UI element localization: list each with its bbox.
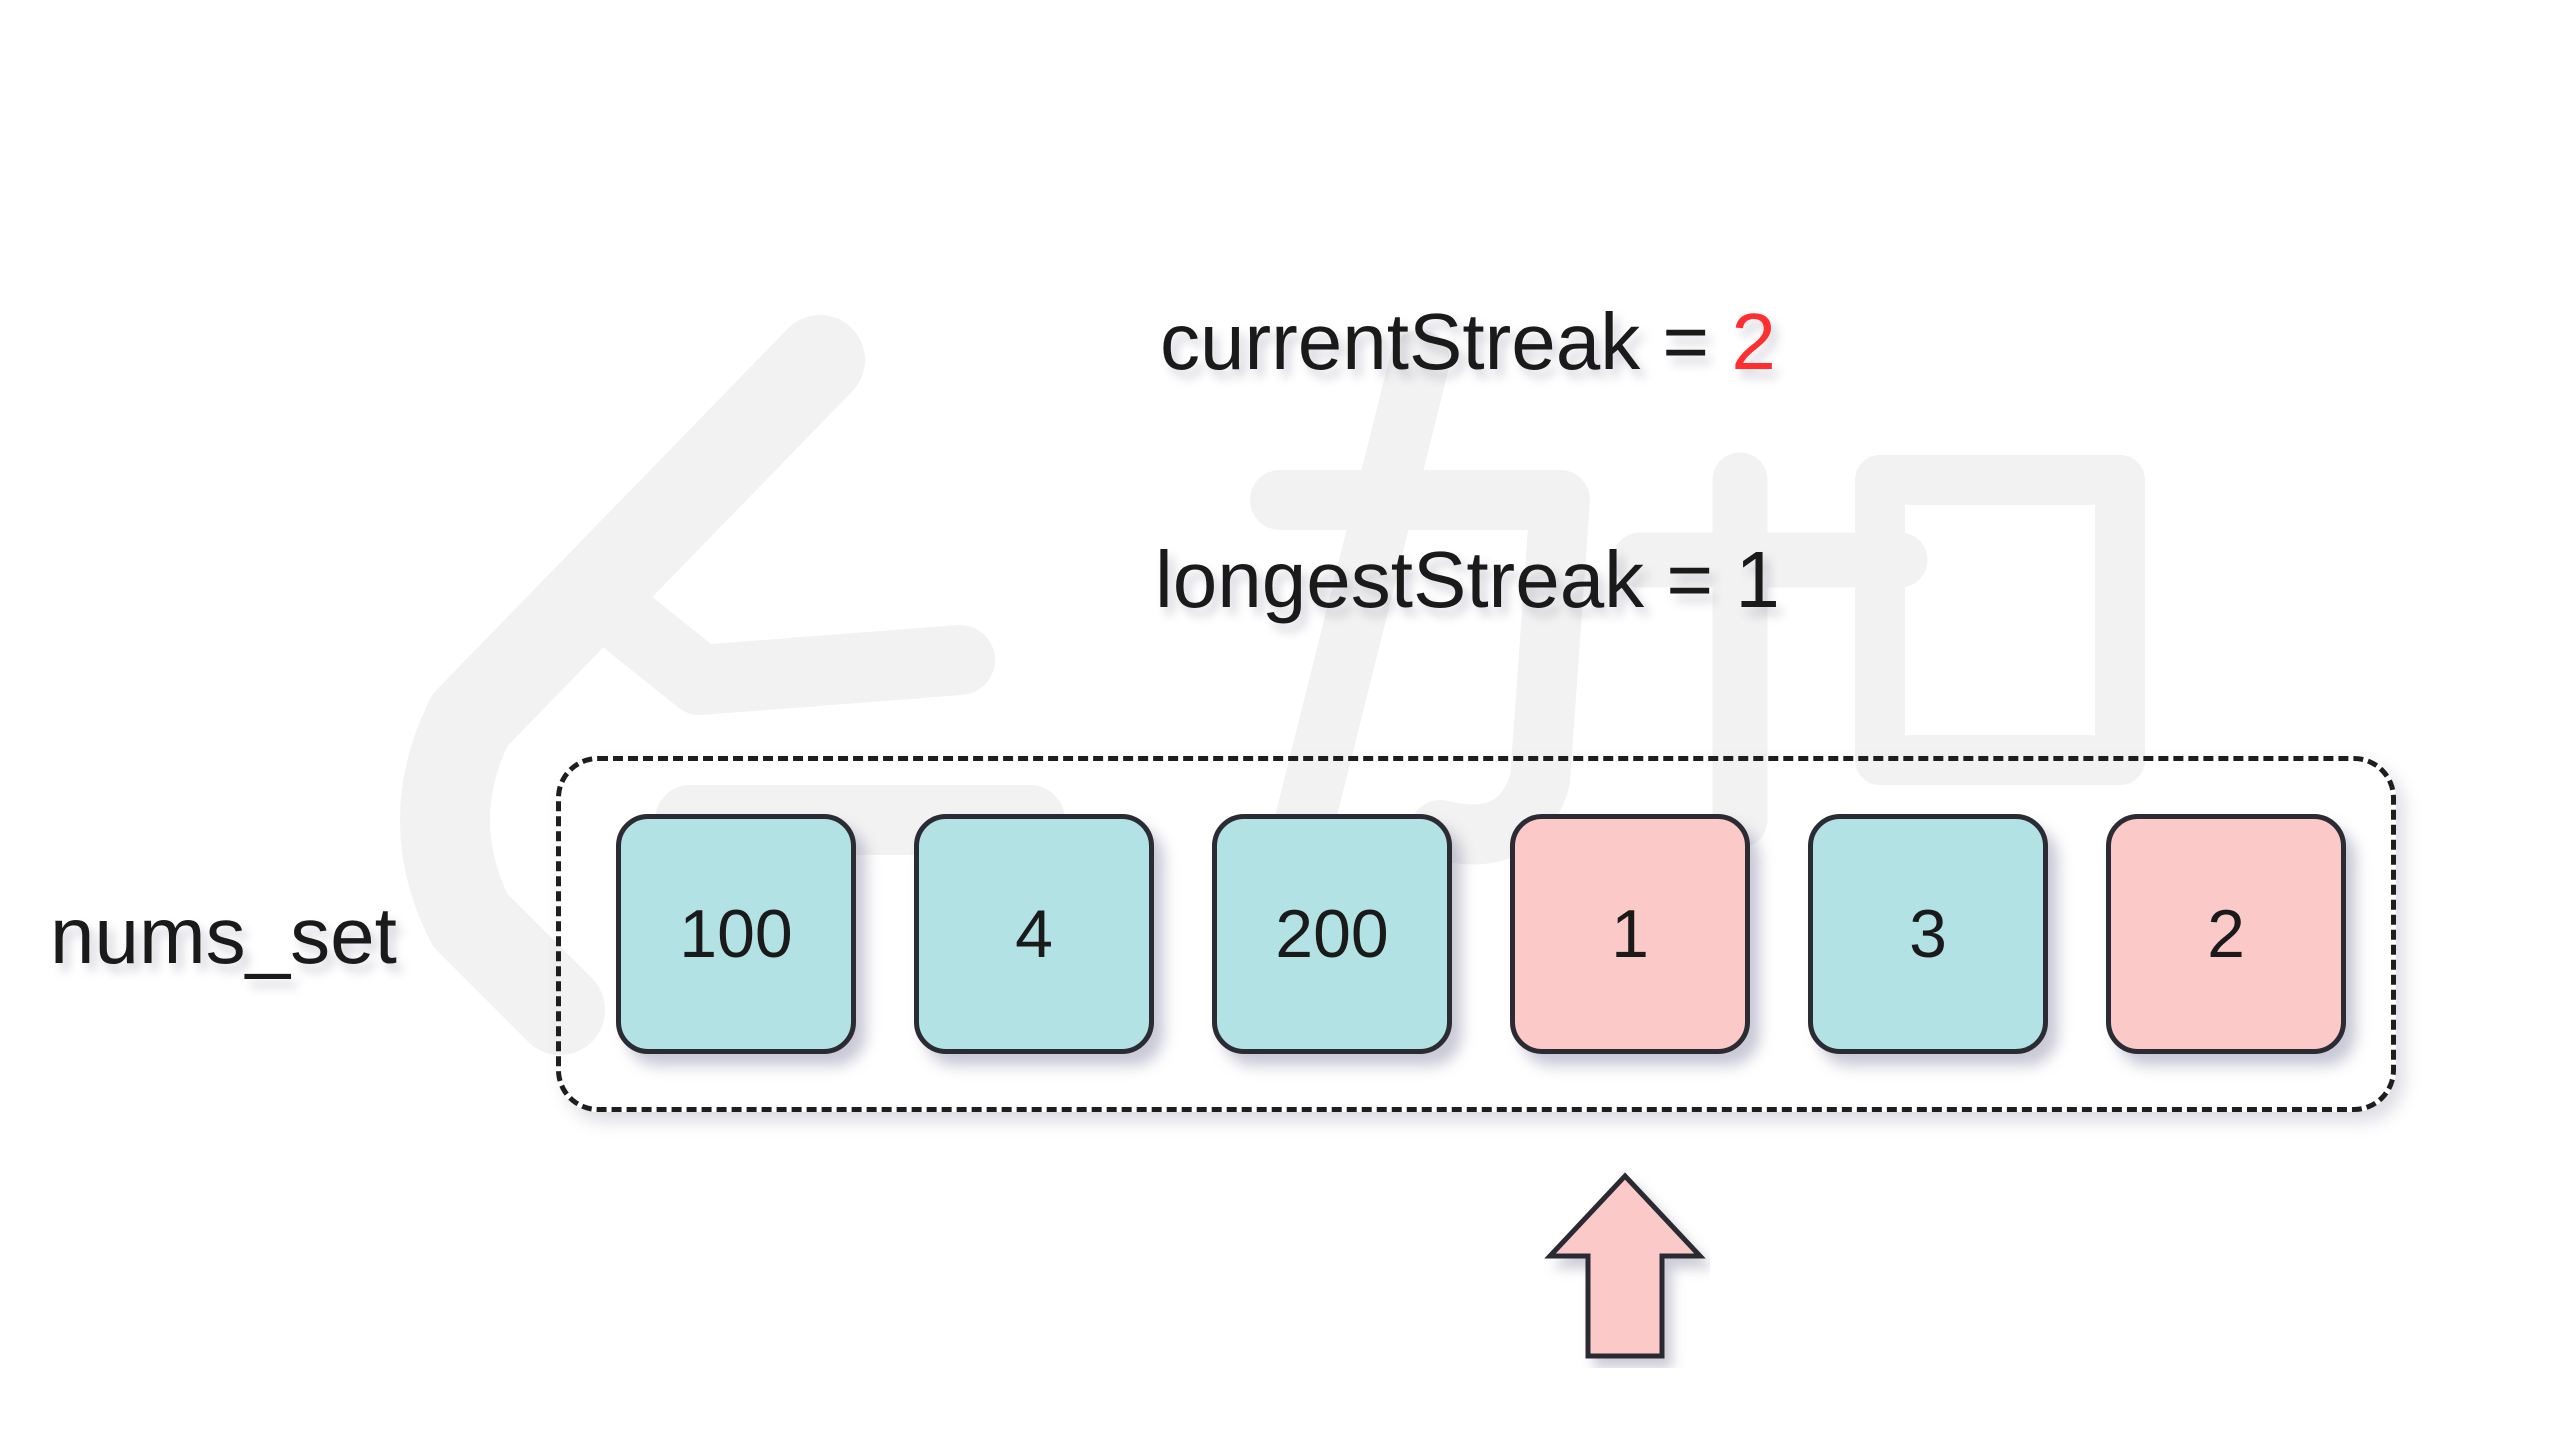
longest-streak-name: longestStreak (1155, 535, 1645, 624)
set-cell: 2 (2106, 814, 2346, 1054)
set-cell: 200 (1212, 814, 1452, 1054)
current-streak-line: currentStreak = 2 (1160, 302, 1776, 382)
longest-streak-value: 1 (1735, 535, 1780, 624)
longest-streak-line: longestStreak = 1 (1155, 540, 1780, 620)
current-streak-name: currentStreak (1160, 297, 1641, 386)
current-streak-value: 2 (1731, 297, 1776, 386)
nums-set-label: nums_set (50, 891, 397, 980)
up-arrow-icon (1544, 1172, 1706, 1359)
set-cell: 1 (1510, 814, 1750, 1054)
set-cell-value: 200 (1275, 896, 1389, 972)
set-cell: 3 (1808, 814, 2048, 1054)
nums-set-container (556, 756, 2396, 1112)
longest-streak-equals: = (1644, 535, 1736, 624)
set-cell-value: 1 (1611, 896, 1649, 972)
set-cell-value: 3 (1909, 896, 1947, 972)
set-cell: 4 (914, 814, 1154, 1054)
current-streak-equals: = (1640, 297, 1732, 386)
set-cell-value: 100 (679, 896, 793, 972)
set-cell-value: 2 (2207, 896, 2245, 972)
set-cell-value: 4 (1015, 896, 1053, 972)
set-cell: 100 (616, 814, 856, 1054)
